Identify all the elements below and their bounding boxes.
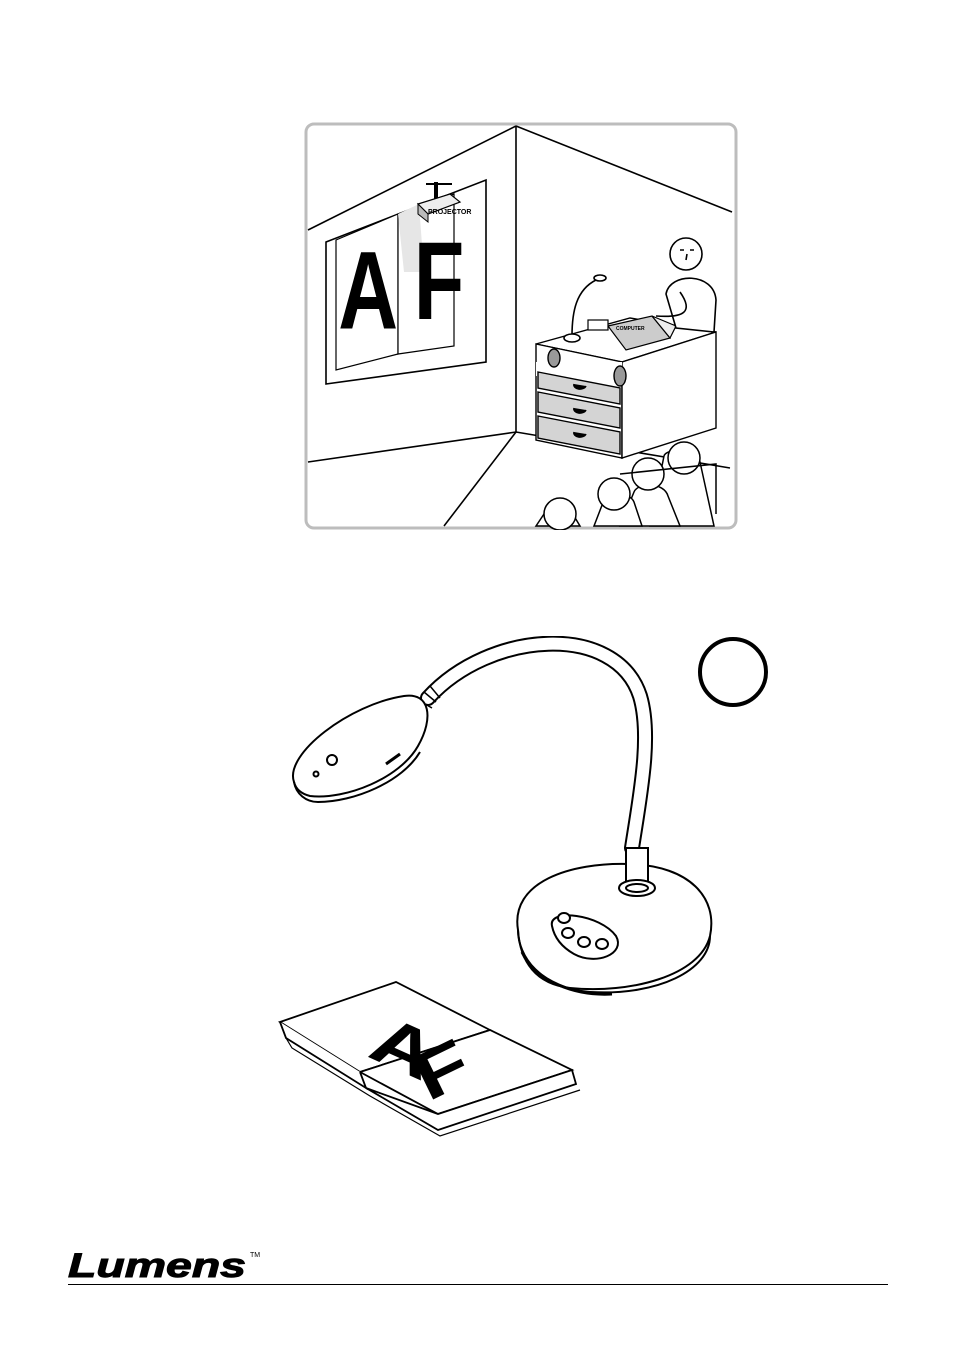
- brand-trademark: TM: [250, 1252, 260, 1259]
- screen-letter-a: A: [338, 229, 398, 352]
- open-book: A F: [280, 982, 580, 1136]
- document-camera-illustration: A F: [270, 636, 770, 1144]
- lumens-logo: Lumens TM: [68, 1243, 268, 1287]
- gooseneck-arm: [418, 644, 645, 848]
- brand-name: Lumens: [68, 1247, 246, 1285]
- camera-head: [293, 696, 427, 802]
- computer-label: COMPUTER: [616, 326, 645, 332]
- camera-base: [517, 848, 711, 994]
- footer-rule: [68, 1284, 888, 1285]
- classroom-illustration: A F PROJECTOR COMPUTER: [304, 122, 738, 530]
- projector-label: PROJECTOR: [428, 209, 471, 216]
- step-marker-circle: [700, 639, 766, 705]
- screen-letter-f: F: [414, 219, 465, 342]
